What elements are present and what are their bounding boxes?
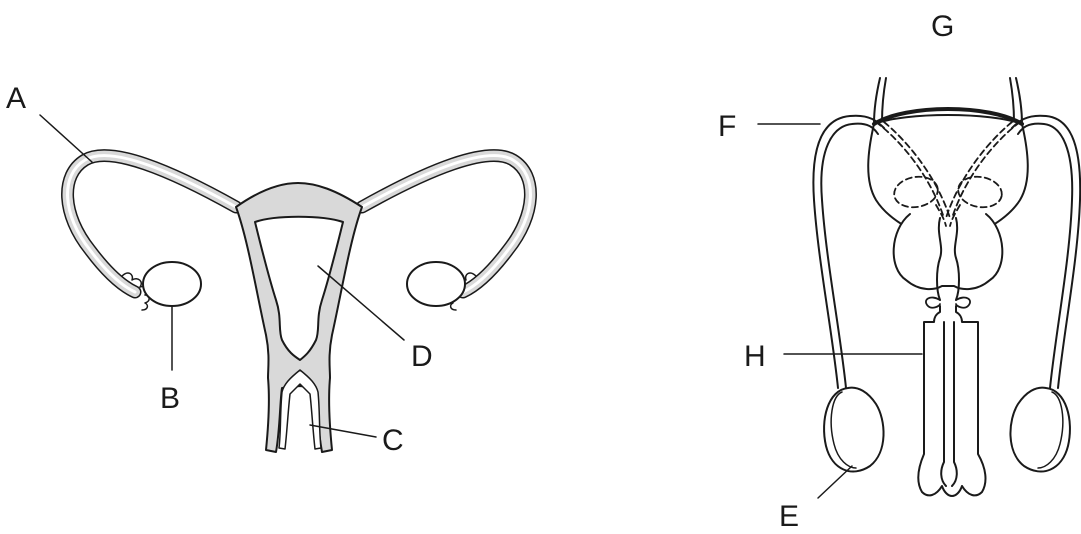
label-h: H (744, 340, 766, 373)
label-line-e (818, 466, 852, 498)
label-c: C (382, 424, 404, 457)
left-ureter (874, 78, 880, 124)
label-b: B (160, 382, 180, 415)
label-d: D (411, 340, 433, 373)
female-reproductive-system: A B C D (6, 82, 530, 457)
label-g: G (931, 10, 954, 43)
label-line-a (40, 115, 92, 162)
penis (918, 306, 985, 496)
label-e: E (779, 500, 799, 529)
left-ovary (143, 262, 201, 306)
right-ureter-inner (1010, 78, 1014, 122)
right-testis (1010, 388, 1070, 472)
right-ovary (407, 262, 465, 306)
prostate-gland (894, 214, 1003, 289)
left-ureter-inner (882, 78, 886, 122)
male-reproductive-system: E F G H (718, 10, 1080, 529)
right-ureter (1016, 78, 1022, 124)
label-f: F (718, 110, 736, 143)
left-testis (824, 388, 884, 472)
label-a: A (6, 82, 26, 115)
